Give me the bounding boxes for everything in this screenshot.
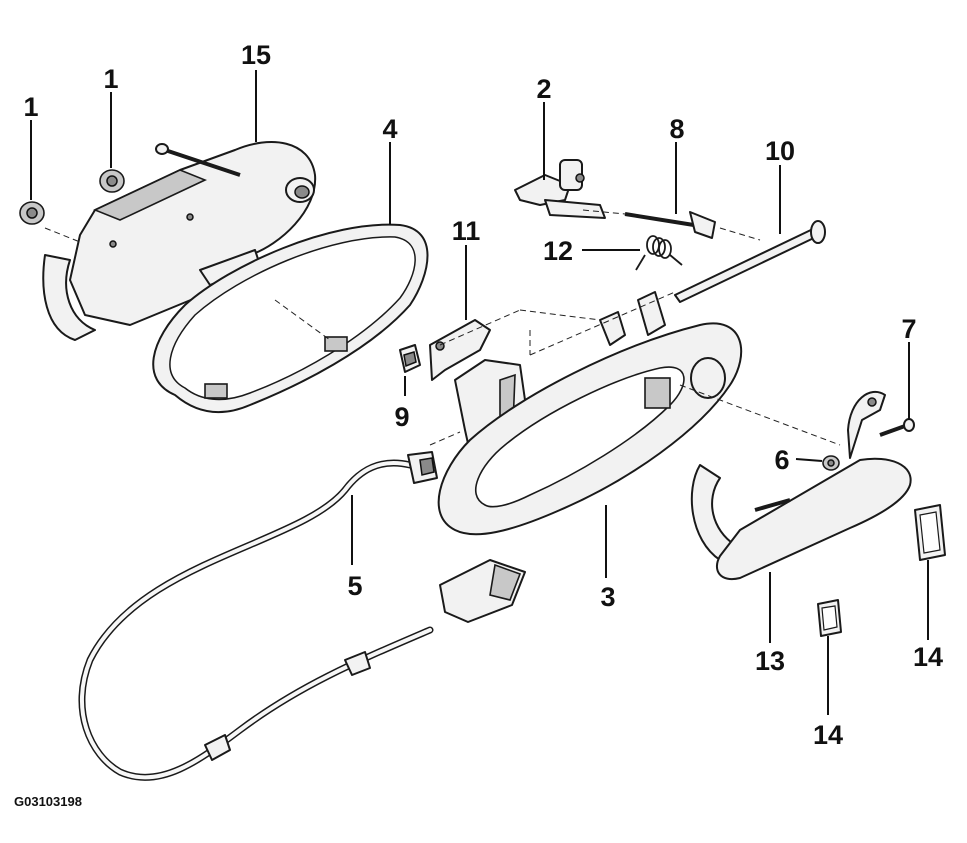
part-5-wiring-harness [78,451,526,781]
diagram-code: G03103198 [14,794,82,809]
part-7-screw [879,418,915,437]
callout-2: 2 [536,74,551,104]
callout-13: 13 [755,646,785,676]
part-8-pin [624,211,716,239]
part-14-seal-small [817,599,842,637]
part-13-door-handle [690,390,912,581]
callout-12: 12 [543,236,573,266]
callout-7: 7 [901,314,916,344]
alignment-lines [44,209,841,446]
callout-4: 4 [382,114,397,144]
part-1-grommet-a [19,201,45,225]
callout-3: 3 [600,582,615,612]
part-4-gasket [152,223,429,413]
part-14-seal-large [914,504,946,561]
part-2-lock-bracket [514,159,606,219]
part-6-nut [822,455,840,471]
callout-11: 11 [452,216,481,246]
callout-labels: 1 1 15 4 2 8 10 11 12 7 9 6 5 3 13 14 14 [23,40,943,750]
callout-14b: 14 [813,720,843,750]
callout-15: 15 [241,40,271,70]
callout-14a: 14 [913,642,943,672]
callout-1b: 1 [103,64,118,94]
part-9-clip [399,344,421,373]
callout-6: 6 [774,445,789,475]
callout-1a: 1 [23,92,38,122]
callout-8: 8 [669,114,684,144]
part-1-grommet-b [99,169,125,193]
part-3-escutcheon [437,291,743,536]
part-12-spring [635,235,683,271]
leader-lines [30,70,929,715]
callout-10: 10 [765,136,795,166]
callout-9: 9 [394,402,409,432]
part-10-long-pin [674,220,826,303]
part-15-handle-carrier [42,141,317,341]
callout-5: 5 [347,571,362,601]
